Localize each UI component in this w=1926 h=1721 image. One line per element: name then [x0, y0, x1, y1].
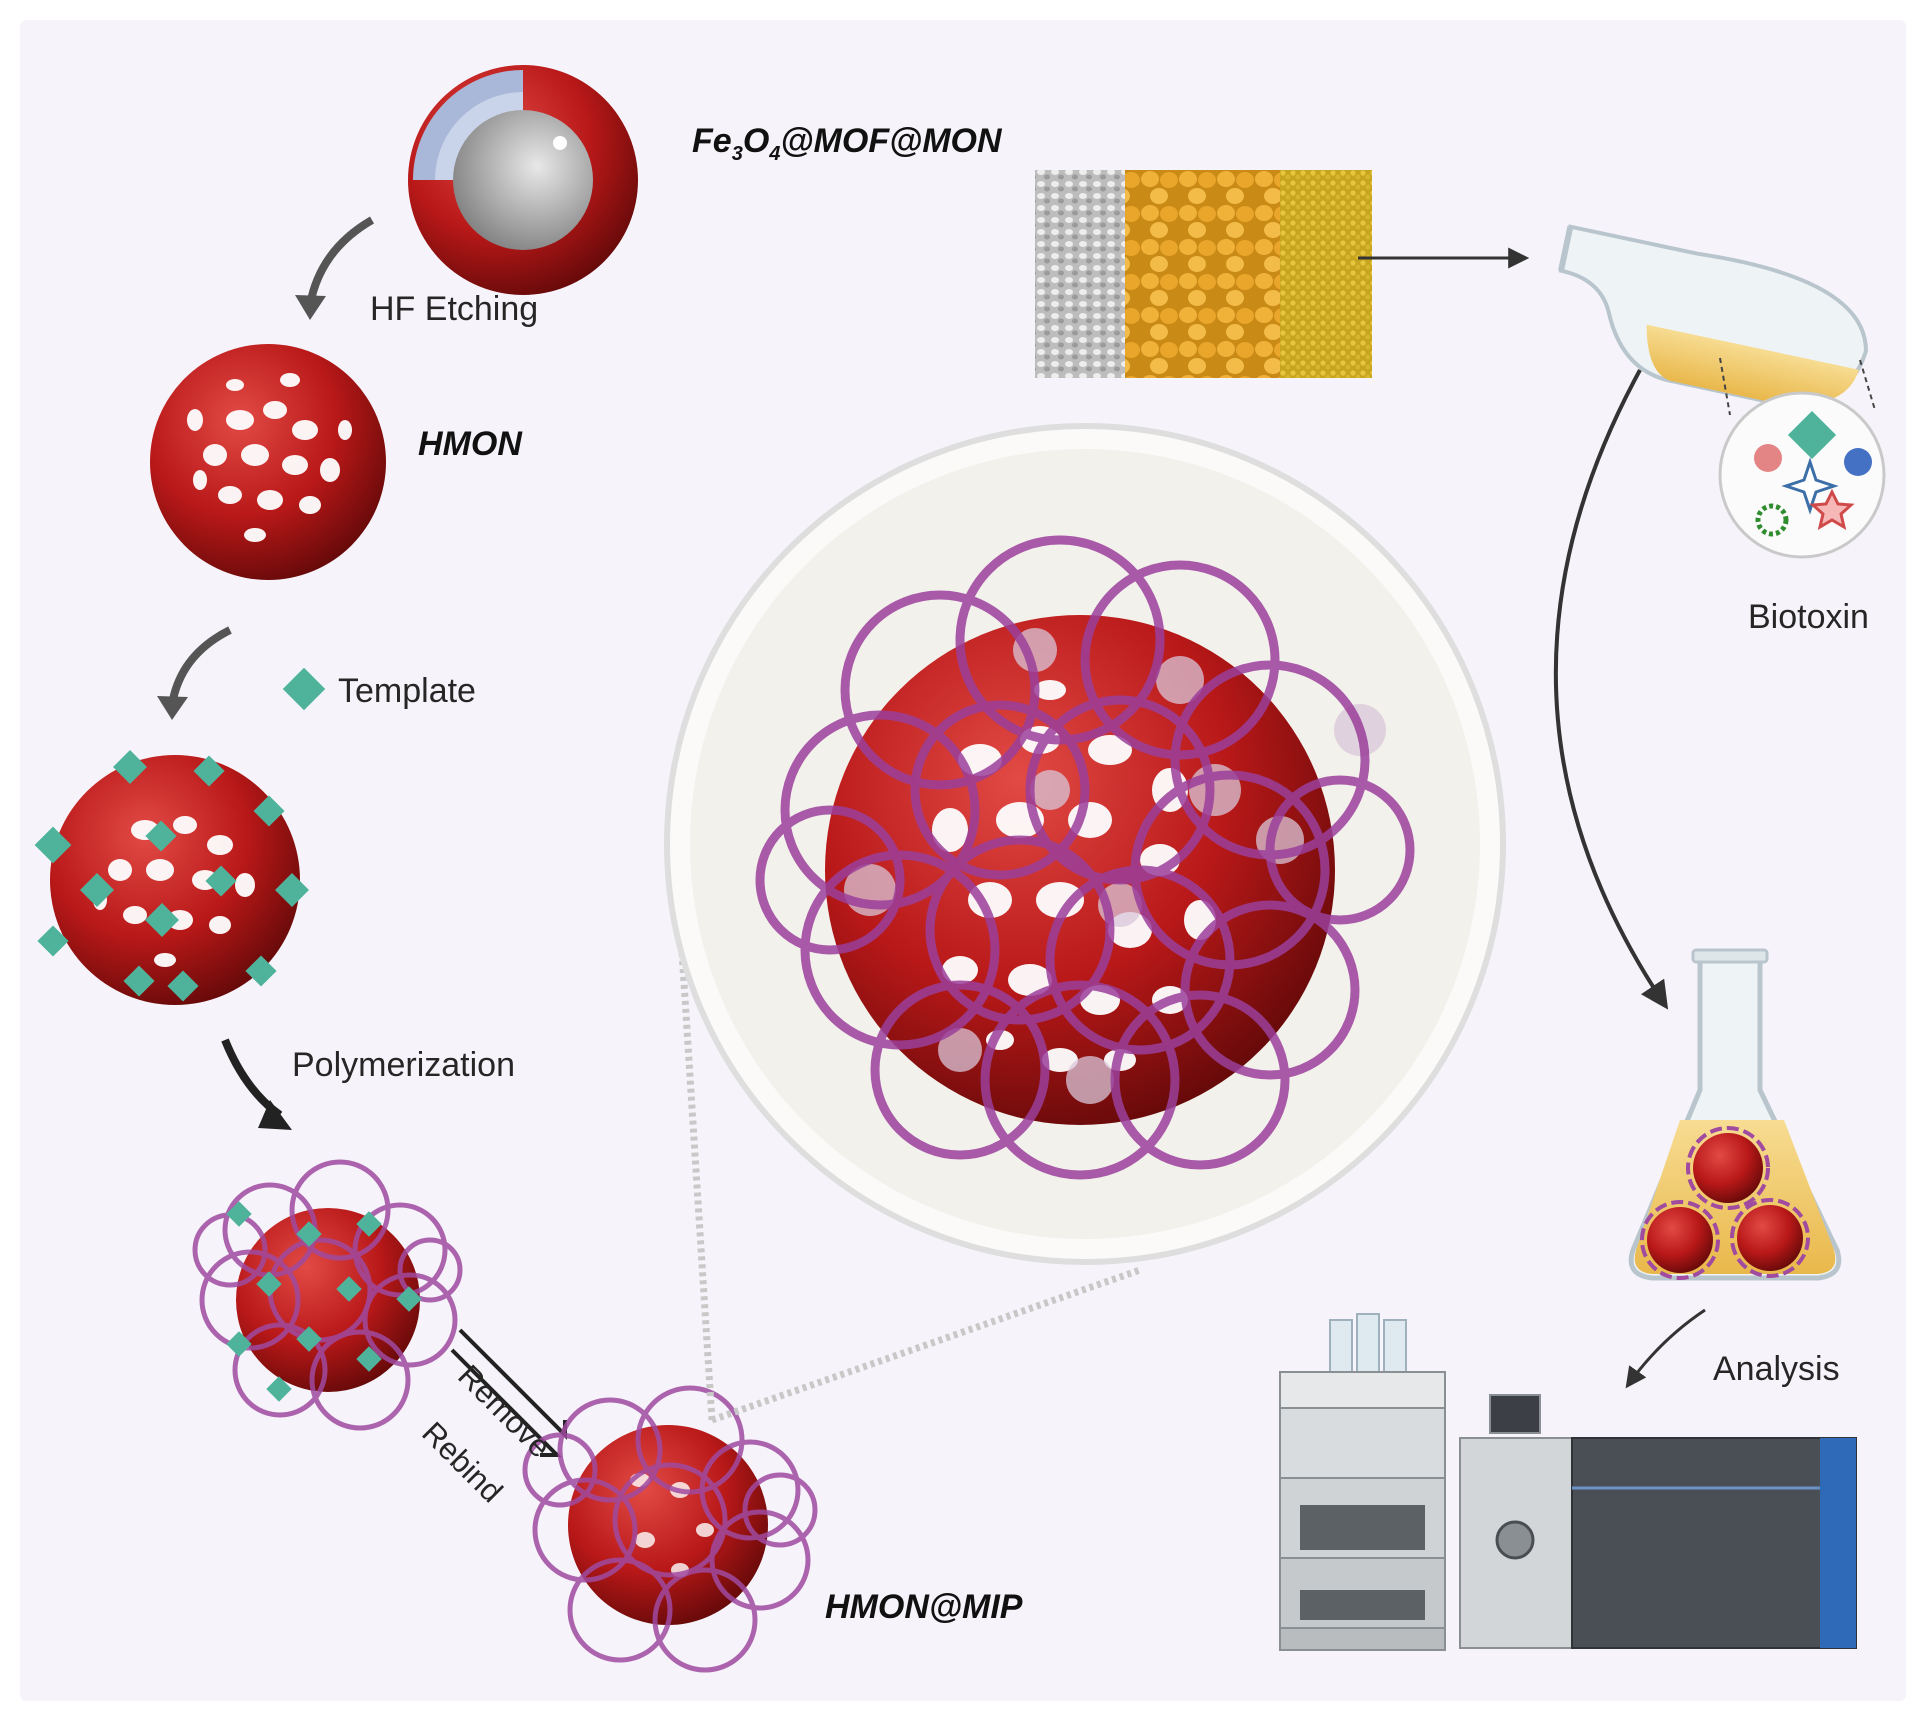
conical-flask	[1628, 948, 1842, 1281]
hplc-instrument	[1279, 1313, 1446, 1651]
zoom-leader-lines	[1719, 357, 1876, 416]
label-template: Template	[338, 672, 476, 710]
zoom-guide-lines	[676, 919, 1142, 1424]
template-diamond-icon	[282, 667, 326, 711]
arrow-to-mip-extraction	[1553, 369, 1669, 1010]
hmon-sphere	[150, 344, 386, 580]
arrow-to-analysis	[1625, 1308, 1706, 1389]
flask-particle	[1640, 1200, 1720, 1280]
flask-particle	[1686, 1126, 1770, 1210]
label-hmon-mip: HMON@MIP	[825, 1588, 1023, 1626]
core-shell-sphere	[408, 65, 638, 295]
extraction-flask	[1558, 224, 1868, 407]
biotoxin-inset	[1718, 391, 1886, 559]
label-analysis: Analysis	[1713, 1350, 1840, 1388]
label-fe3o4-mof-mon: Fe3O4@MOF@MON	[692, 122, 1002, 165]
hmon-mip-sphere	[522, 1385, 818, 1673]
polymer-coated-sphere	[192, 1159, 463, 1431]
label-hmon: HMON	[418, 425, 522, 463]
label-hf-etching: HF Etching	[370, 290, 539, 328]
template-loaded-sphere	[34, 750, 309, 1005]
label-biotoxin: Biotoxin	[1748, 598, 1869, 636]
flask-particle	[1730, 1198, 1810, 1278]
food-samples-photo	[1035, 170, 1372, 378]
arrow-template	[168, 626, 232, 706]
zoomed-hmon-mip	[755, 535, 1415, 1180]
arrow-hf-etching	[306, 216, 375, 306]
label-polymerization: Polymerization	[292, 1046, 515, 1084]
mass-spectrometer	[1459, 1394, 1857, 1649]
